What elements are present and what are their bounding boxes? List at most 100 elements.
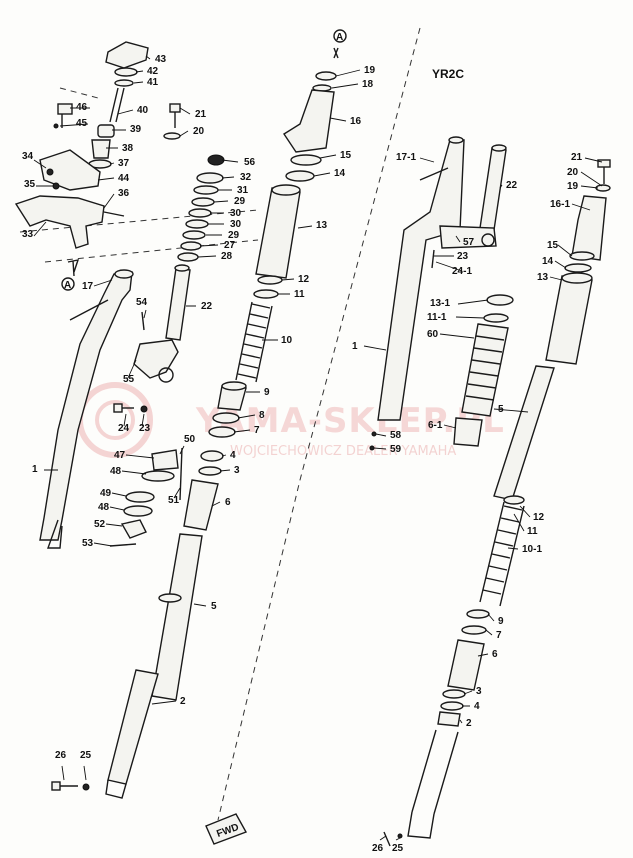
callout-25a: 25 — [80, 750, 92, 761]
callout-29b: 29 — [228, 230, 240, 241]
callout-12a: 12 — [298, 274, 310, 285]
callout-59: 59 — [390, 444, 402, 455]
callout-13a: 13 — [316, 220, 328, 231]
fork-cap-bracket — [283, 89, 335, 153]
callout-48b: 48 — [98, 502, 110, 513]
callout-29a: 29 — [234, 196, 246, 207]
callout-55: 55 — [123, 374, 135, 385]
callout-38: 38 — [122, 143, 134, 154]
callout-21a: 21 — [195, 109, 207, 120]
callout-37: 37 — [118, 158, 130, 169]
watermark-sub: WOJCIECHOWICZ DEALER YAMAHA — [230, 444, 456, 459]
callout-8: 8 — [259, 410, 265, 421]
callout-23: 23 — [139, 423, 151, 434]
callout-27: 27 — [224, 240, 236, 251]
callout-30b: 30 — [230, 219, 242, 230]
callout-53: 53 — [82, 538, 94, 549]
callout-18: 18 — [362, 79, 374, 90]
callout-5b: 5 — [498, 404, 504, 415]
callout-24-1: 24-1 — [452, 266, 472, 277]
callout-33: 33 — [22, 229, 34, 240]
callout-16a: 16 — [350, 116, 362, 127]
callout-41: 41 — [147, 77, 159, 88]
callout-24: 24 — [118, 423, 130, 434]
ref-marker-top: A — [336, 32, 343, 43]
callout-15b: 15 — [547, 240, 559, 251]
callout-17-1: 17-1 — [396, 152, 416, 163]
assembly-divider — [44, 239, 259, 263]
callout-10a: 10 — [281, 335, 293, 346]
callout-13b: 13 — [537, 272, 549, 283]
center-damper-assembly: A — [235, 29, 347, 383]
callout-2b: 2 — [466, 718, 472, 729]
left-fork-assembly: A — [14, 41, 248, 845]
callout-16-1: 16-1 — [550, 199, 570, 210]
callout-26a: 26 — [55, 750, 67, 761]
callout-9a: 9 — [264, 387, 270, 398]
callout-1a: 1 — [32, 464, 38, 475]
callout-15a: 15 — [340, 150, 352, 161]
callout-17a: 17 — [82, 281, 94, 292]
callout-14b: 14 — [542, 256, 554, 267]
callout-35: 35 — [24, 179, 36, 190]
callout-19a: 19 — [364, 65, 376, 76]
callout-34: 34 — [22, 151, 34, 162]
callout-60: 60 — [427, 329, 439, 340]
model-label: YR2C — [432, 67, 464, 81]
callout-12b: 12 — [533, 512, 545, 523]
callout-14a: 14 — [334, 168, 346, 179]
fork-spring-right — [479, 495, 525, 607]
callout-9b: 9 — [498, 616, 504, 627]
leader-lines — [33, 55, 603, 841]
callout-58: 58 — [390, 430, 402, 441]
callout-4a: 4 — [230, 450, 236, 461]
fork-spring-left — [235, 301, 273, 383]
callout-22a: 22 — [201, 301, 213, 312]
fwd-arrow-badge — [205, 813, 248, 845]
callout-6b: 6 — [492, 649, 498, 660]
inner-tube-right — [479, 147, 507, 231]
callout-1b: 1 — [352, 341, 358, 352]
callout-3a: 3 — [234, 465, 240, 476]
steering-knob — [105, 41, 149, 69]
callout-11-1: 11-1 — [427, 312, 447, 323]
callout-30a: 30 — [230, 208, 242, 219]
spring-cover-right — [545, 275, 593, 365]
callout-2a: 2 — [180, 696, 186, 707]
callout-7b: 7 — [496, 630, 502, 641]
outer-tube-left — [39, 271, 133, 541]
callout-52: 52 — [94, 519, 106, 530]
assembly-divider — [19, 209, 259, 233]
callout-6a: 6 — [225, 497, 231, 508]
callout-47: 47 — [114, 450, 126, 461]
watermark-logo — [77, 382, 153, 458]
callout-36: 36 — [118, 188, 130, 199]
callout-21b: 21 — [571, 152, 583, 163]
callout-4b: 4 — [474, 701, 480, 712]
callout-49: 49 — [100, 488, 112, 499]
outer-tube-right — [377, 139, 465, 421]
callout-10-1: 10-1 — [522, 544, 542, 555]
callout-13-1: 13-1 — [430, 298, 450, 309]
callout-11b: 11 — [527, 526, 538, 537]
callout-45: 45 — [76, 118, 88, 129]
callout-50: 50 — [184, 434, 196, 445]
handlebar-holder — [39, 149, 101, 191]
callout-40: 40 — [137, 105, 149, 116]
callout-7a: 7 — [254, 425, 260, 436]
callout-23b: 23 — [457, 251, 469, 262]
callout-44: 44 — [118, 173, 130, 184]
callout-25b: 25 — [392, 843, 404, 854]
callout-39: 39 — [130, 124, 142, 135]
callout-28: 28 — [221, 251, 233, 262]
watermark-main: YAMA-SKLEP.PL — [195, 401, 505, 441]
callout-20a: 20 — [193, 126, 205, 137]
callout-3b: 3 — [476, 686, 482, 697]
callout-5a: 5 — [211, 601, 217, 612]
callout-48a: 48 — [110, 466, 122, 477]
callout-51: 51 — [168, 495, 180, 506]
callout-11a: 11 — [294, 289, 305, 300]
fork-spring-cover — [255, 187, 301, 279]
